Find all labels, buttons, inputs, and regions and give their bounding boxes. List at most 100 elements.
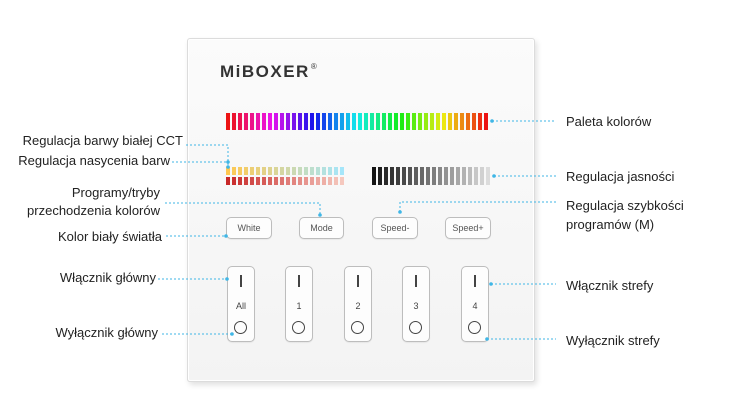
power-off-icon[interactable] — [292, 321, 305, 334]
brightness-segment — [438, 167, 442, 185]
brightness-segment — [402, 167, 406, 185]
brightness-segment — [408, 167, 412, 185]
cct-segment — [232, 167, 236, 185]
label-white-light: Kolor biały światła — [57, 229, 162, 244]
power-on-icon[interactable] — [474, 275, 476, 287]
brightness-segment — [372, 167, 376, 185]
palette-segment — [340, 113, 344, 130]
palette-segment — [466, 113, 470, 130]
palette-segment — [406, 113, 410, 130]
brightness-segment — [444, 167, 448, 185]
brightness-segment — [450, 167, 454, 185]
power-off-icon[interactable] — [234, 321, 247, 334]
power-on-icon[interactable] — [357, 275, 359, 287]
label-speed-line2: programów (M) — [566, 217, 655, 232]
leader-cct — [186, 144, 229, 167]
power-off-icon[interactable] — [409, 321, 422, 334]
brightness-segment — [378, 167, 382, 185]
cct-segment — [280, 167, 284, 185]
palette-segment — [430, 113, 434, 130]
cct-saturation-slider[interactable] — [226, 167, 346, 185]
power-off-icon[interactable] — [351, 321, 364, 334]
cct-segment — [316, 167, 320, 185]
brand-logo: MiBOXER® — [220, 62, 318, 82]
leader-dot — [489, 282, 493, 286]
palette-segment — [268, 113, 272, 130]
brightness-slider[interactable] — [372, 167, 492, 185]
brightness-segment — [426, 167, 430, 185]
brightness-segment — [396, 167, 400, 185]
palette-segment — [376, 113, 380, 130]
palette-segment — [322, 113, 326, 130]
palette-segment — [304, 113, 308, 130]
cct-segment — [256, 167, 260, 185]
brightness-segment — [390, 167, 394, 185]
brightness-segment — [486, 167, 490, 185]
cct-segment — [340, 167, 344, 185]
label-programs-line2: przechodzenia kolorów — [27, 203, 160, 218]
speed-plus-button[interactable]: Speed+ — [445, 217, 491, 239]
palette-segment — [418, 113, 422, 130]
cct-segment — [268, 167, 272, 185]
leader-dot — [225, 277, 229, 281]
palette-segment — [460, 113, 464, 130]
label-programs-line1: Programy/tryby — [71, 185, 160, 200]
cct-segment — [322, 167, 326, 185]
cct-segment — [274, 167, 278, 185]
label-saturation: Regulacja nasycenia barw — [18, 153, 170, 168]
zone-key-all[interactable]: All — [227, 266, 255, 342]
label-main-on: Włącznik główny — [59, 270, 156, 285]
palette-segment — [232, 113, 236, 130]
power-on-icon[interactable] — [298, 275, 300, 287]
label-cct: Regulacja barwy białej CCT — [22, 133, 183, 148]
palette-segment — [238, 113, 242, 130]
leader-dot — [490, 119, 494, 123]
zone-key-label: 4 — [472, 301, 478, 311]
leader-dot — [318, 213, 322, 217]
palette-segment — [370, 113, 374, 130]
zone-key-2[interactable]: 2 — [344, 266, 372, 342]
palette-segment — [364, 113, 368, 130]
brightness-segment — [420, 167, 424, 185]
leader-speed — [399, 201, 556, 212]
leader-dot — [485, 337, 489, 341]
cct-segment — [244, 167, 248, 185]
palette-segment — [310, 113, 314, 130]
cct-segment — [286, 167, 290, 185]
cct-segment — [238, 167, 242, 185]
cct-segment — [292, 167, 296, 185]
label-speed-line1: Regulacja szybkości — [566, 198, 684, 213]
brightness-segment — [384, 167, 388, 185]
palette-segment — [400, 113, 404, 130]
mode-button-label: Mode — [310, 223, 333, 233]
zone-key-4[interactable]: 4 — [461, 266, 489, 342]
palette-segment — [454, 113, 458, 130]
palette-segment — [412, 113, 416, 130]
speed-minus-button[interactable]: Speed- — [372, 217, 418, 239]
palette-segment — [316, 113, 320, 130]
brightness-segment — [456, 167, 460, 185]
leader-dot — [226, 165, 230, 169]
zone-key-label: 2 — [355, 301, 361, 311]
palette-segment — [382, 113, 386, 130]
zone-key-1[interactable]: 1 — [285, 266, 313, 342]
palette-segment — [346, 113, 350, 130]
palette-segment — [424, 113, 428, 130]
power-on-icon[interactable] — [415, 275, 417, 287]
white-button[interactable]: White — [226, 217, 272, 239]
zone-key-3[interactable]: 3 — [402, 266, 430, 342]
palette-segment — [352, 113, 356, 130]
palette-segment — [286, 113, 290, 130]
power-off-icon[interactable] — [468, 321, 481, 334]
cct-segment — [226, 167, 230, 185]
cct-segment — [310, 167, 314, 185]
palette-segment — [484, 113, 488, 130]
mode-button[interactable]: Mode — [299, 217, 344, 239]
power-on-icon[interactable] — [240, 275, 242, 287]
palette-segment — [328, 113, 332, 130]
palette-segment — [436, 113, 440, 130]
palette-segment — [394, 113, 398, 130]
color-palette-slider[interactable] — [226, 113, 490, 130]
zone-key-label: 1 — [296, 301, 302, 311]
